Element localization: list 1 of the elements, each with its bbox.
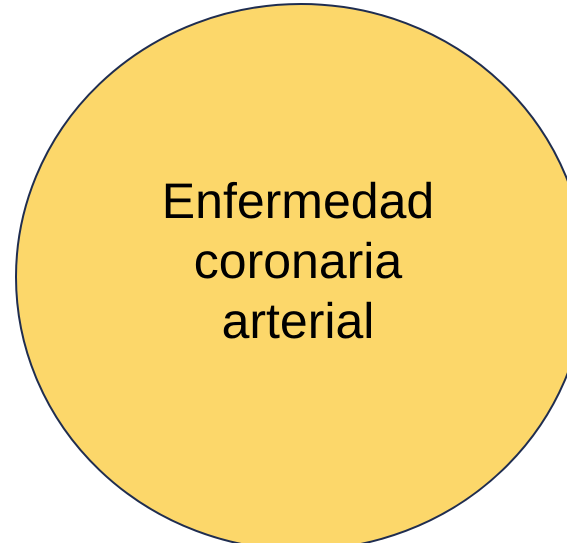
node-label: Enfermedad coronaria arterial	[160, 172, 436, 351]
